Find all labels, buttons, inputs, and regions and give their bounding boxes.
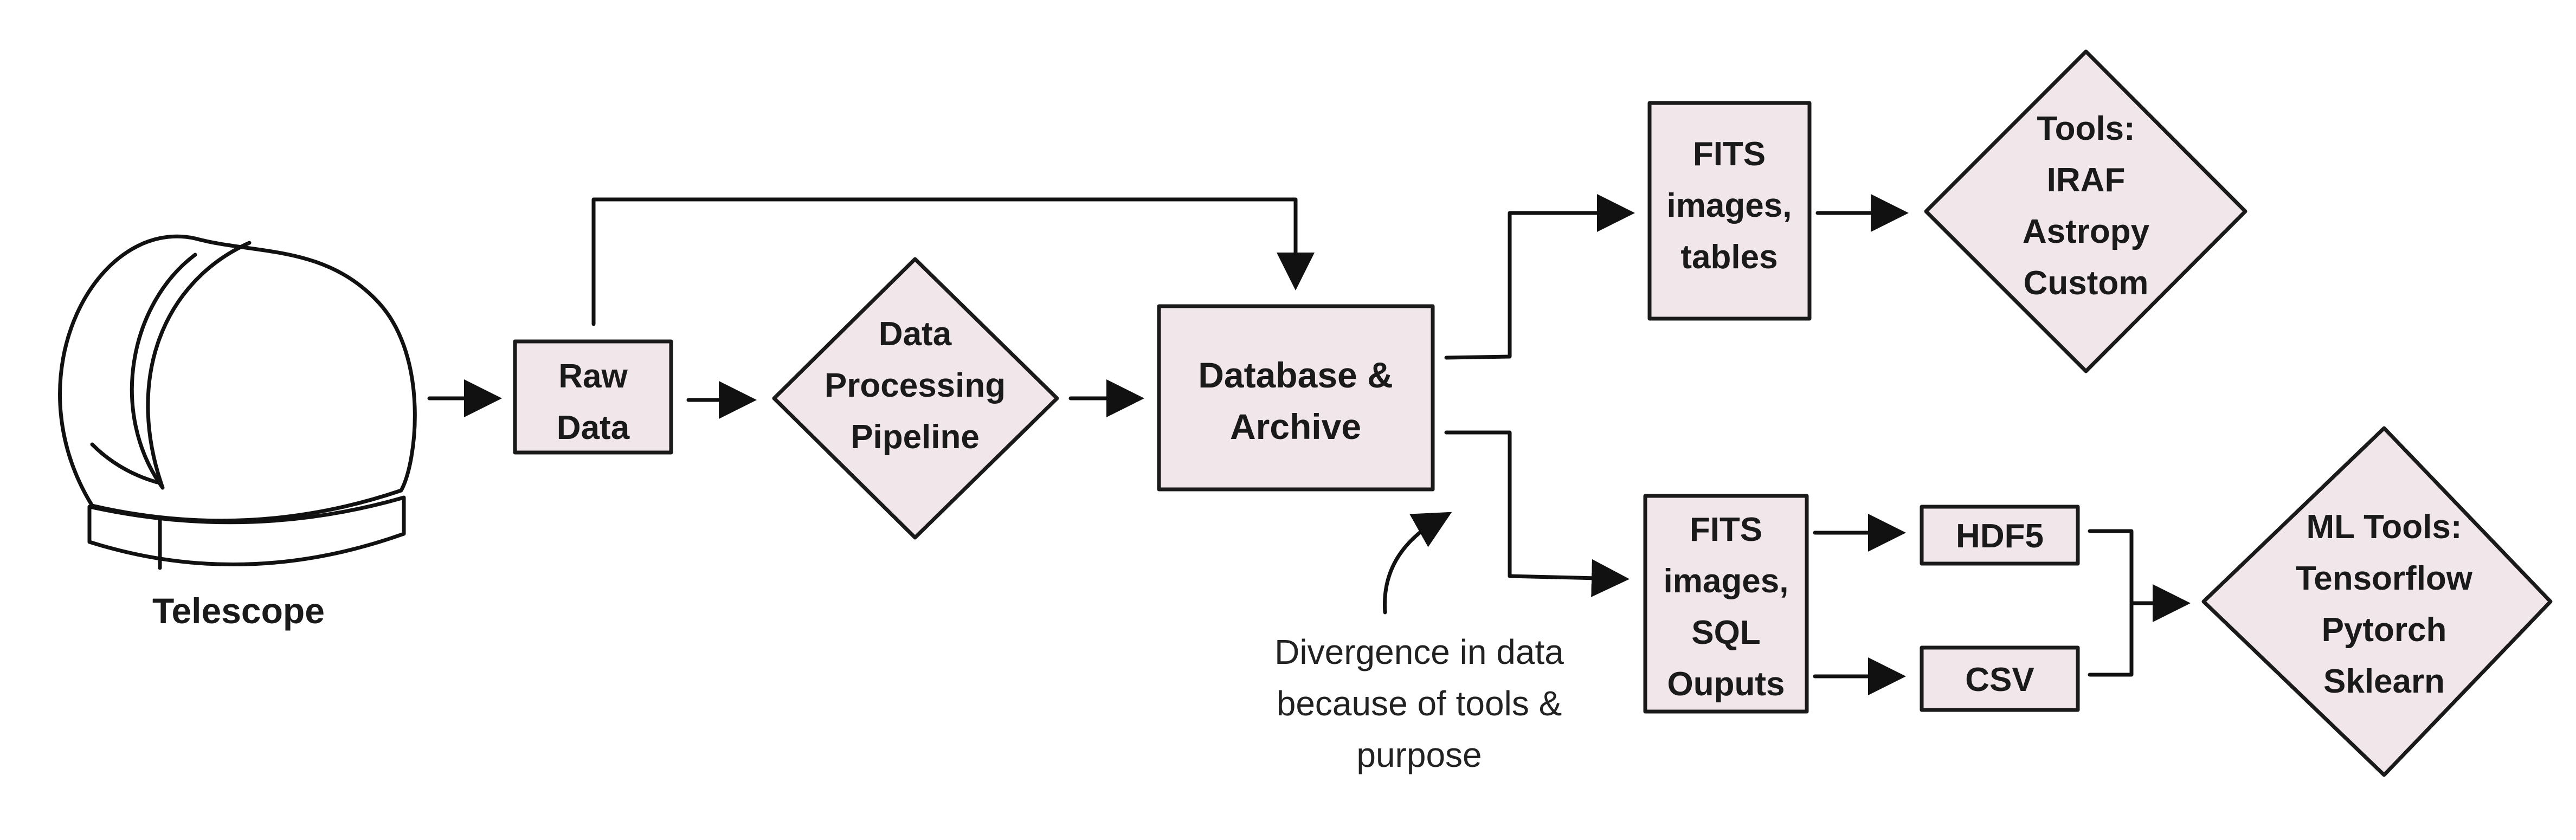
divergence-annotation: Divergence in data because of tools & pu… [1274,632,1564,774]
pipeline-label-line-2: Processing [825,367,1006,404]
ml-tools-node: ML Tools: Tensorflow Pytorch Sklearn [2201,426,2553,777]
hdf5-label: HDF5 [1956,518,2044,555]
database-label-line-1: Database & [1198,355,1393,395]
raw-data-node: Raw Data [513,339,673,455]
annotation-line-1: Divergence in data [1274,632,1564,671]
fits-sql-label-line-3: SQL [1691,614,1760,651]
tools-label-line-1: Tools: [2037,110,2135,147]
fits-tables-label-line-3: tables [1680,238,1778,276]
database-label-line-2: Archive [1230,406,1361,447]
arrow-database-to-fits-tables [1444,194,1635,360]
tools-node: Tools: IRAF Astropy Custom [1924,49,2247,373]
ml-tools-label-line-4: Sklearn [2323,663,2445,700]
fits-sql-label-line-1: FITS [1690,511,1762,548]
fits-tables-node: FITS images, tables [1647,101,1812,321]
csv-label: CSV [1965,661,2034,699]
arrow-raw-to-database-bypass [591,197,1315,326]
annotation-line-2: because of tools & [1277,684,1562,723]
fits-tables-label-line-2: images, [1667,187,1792,224]
tools-label-line-2: IRAF [2047,161,2126,199]
tools-label-line-4: Custom [2024,264,2149,302]
processing-pipeline-node: Data Processing Pipeline [772,257,1059,540]
ml-tools-label-line-2: Tensorflow [2296,560,2473,597]
arrow-database-to-fits-sql [1444,430,1630,597]
telescope-label: Telescope [152,591,325,631]
raw-data-label-line-1: Raw [558,358,628,395]
ml-tools-label-line-1: ML Tools: [2307,508,2462,546]
annotation-line-3: purpose [1356,735,1482,774]
connector-hdf5-csv-merge [2088,529,2134,677]
telescope-icon [58,234,417,570]
tools-label-line-3: Astropy [2023,213,2150,250]
fits-sql-label-line-2: images, [1664,563,1789,600]
hdf5-node: HDF5 [1920,505,2080,566]
fits-sql-label-line-4: Ouputs [1667,665,1785,703]
ml-tools-label-line-3: Pytorch [2322,611,2447,649]
fits-sql-node: FITS images, SQL Ouputs [1643,494,1809,714]
raw-data-label-line-2: Data [557,409,630,447]
csv-node: CSV [1920,645,2080,712]
fits-tables-label-line-1: FITS [1693,135,1766,173]
database-archive-node: Database & Archive [1157,304,1435,492]
pipeline-label-line-3: Pipeline [851,418,980,456]
pipeline-label-line-1: Data [879,315,952,353]
annotation-arrow [1382,512,1452,615]
